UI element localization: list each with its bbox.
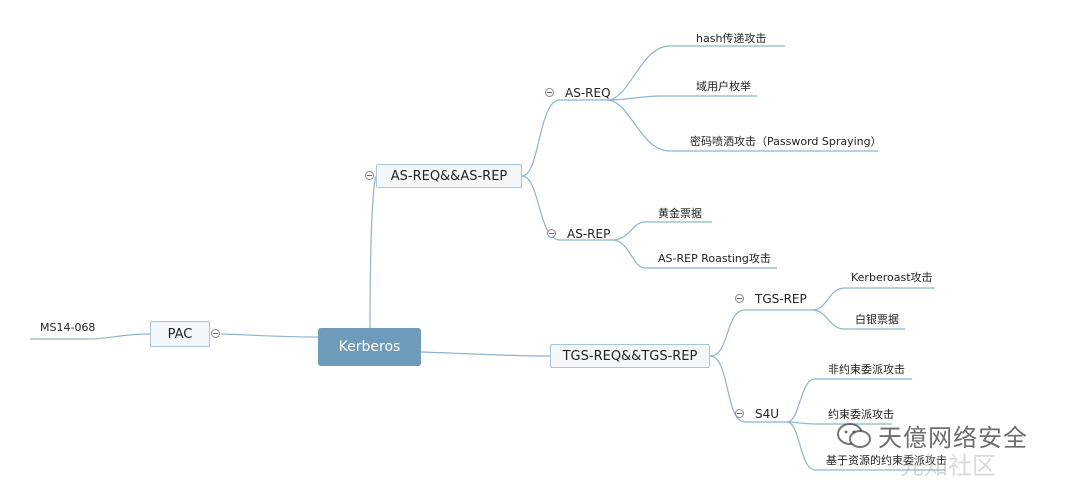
node-as-rep[interactable]: AS-REP	[567, 227, 611, 241]
connector-asreq-leaf-3	[606, 99, 878, 152]
connector-pac-ms14068	[30, 333, 151, 340]
collapse-toggle-tgs-rep[interactable]	[735, 294, 744, 303]
connector-s4u-leaf-3	[786, 421, 945, 471]
leaf-kerberoast[interactable]: Kerberoast攻击	[851, 271, 933, 284]
node-pac[interactable]: PAC	[150, 321, 210, 347]
wechat-icon	[837, 423, 871, 448]
leaf-silver-ticket[interactable]: 白银票据	[855, 313, 899, 326]
connector-tgsrep-leaf-2	[811, 309, 905, 330]
collapse-toggle-as-branch[interactable]	[365, 171, 374, 180]
connector-as-asrep	[521, 175, 612, 241]
leaf-golden-ticket[interactable]: 黄金票据	[658, 207, 702, 220]
watermark-text: 天億网络安全	[878, 424, 1028, 452]
leaf-ms14-068[interactable]: MS14-068	[40, 321, 96, 334]
connector-tgs-s4u	[709, 355, 787, 423]
connector-asreq-leaf-1	[606, 45, 785, 101]
leaf-rbcd[interactable]: 基于资源的约束委派攻击	[826, 454, 947, 467]
connector-root-tgs	[420, 351, 551, 357]
connector-asreq-leaf-2	[606, 95, 757, 101]
connector-asrep-leaf-1	[611, 221, 712, 241]
connector-as-asreq	[521, 99, 607, 177]
node-s4u[interactable]: S4U	[755, 407, 780, 421]
leaf-password-spraying[interactable]: 密码喷洒攻击（Password Spraying）	[690, 135, 882, 148]
collapse-toggle-as-req[interactable]	[545, 88, 554, 97]
connector-asrep-leaf-2	[611, 239, 777, 269]
connector-s4u-leaf-1	[786, 378, 912, 423]
leaf-constrained-delegation[interactable]: 约束委派攻击	[828, 408, 894, 421]
root-node-kerberos[interactable]: Kerberos	[318, 328, 421, 366]
node-as-req[interactable]: AS-REQ	[565, 86, 611, 100]
leaf-domain-user-enum[interactable]: 域用户枚举	[696, 80, 751, 93]
connector-tgs-tgsrep	[709, 309, 812, 357]
collapse-toggle-as-rep[interactable]	[547, 229, 556, 238]
collapse-toggle-pac[interactable]	[211, 329, 220, 338]
connector-tgsrep-leaf-1	[811, 287, 935, 311]
connector-s4u-leaf-2	[786, 421, 892, 425]
node-tgs-branch[interactable]: TGS-REQ&&TGS-REP	[550, 344, 710, 368]
connector-root-as	[369, 175, 377, 329]
leaf-as-rep-roasting[interactable]: AS-REP Roasting攻击	[658, 252, 771, 265]
collapse-toggle-s4u[interactable]	[735, 409, 744, 418]
node-tgs-rep[interactable]: TGS-REP	[755, 292, 807, 306]
node-as-branch[interactable]: AS-REQ&&AS-REP	[376, 164, 522, 188]
leaf-unconstrained-delegation[interactable]: 非约束委派攻击	[828, 363, 905, 376]
connector-root-pac	[220, 333, 319, 338]
watermark-faint-text: 先知社区	[900, 452, 996, 480]
leaf-hash-pass-attack[interactable]: hash传递攻击	[696, 32, 767, 45]
